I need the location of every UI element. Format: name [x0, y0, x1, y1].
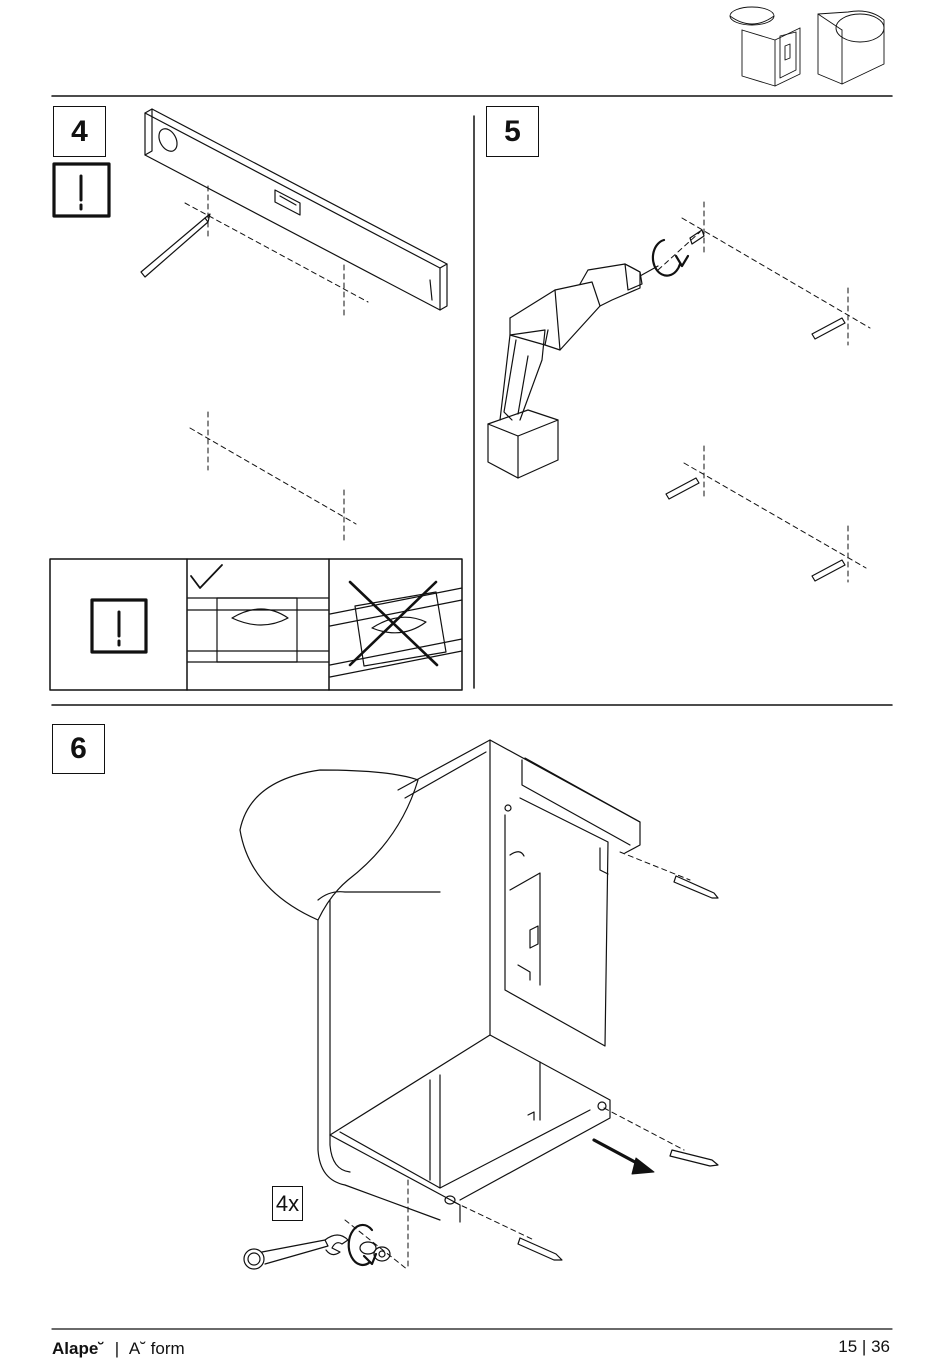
product-thumbnail-right [818, 11, 884, 84]
step-number-4: 4 [53, 106, 106, 157]
footer-brand: Alape˘ | A˘ form [52, 1339, 185, 1359]
page-current: 15 [838, 1337, 857, 1356]
level-correct-detail [188, 598, 328, 662]
step-number-6: 6 [52, 724, 105, 774]
spirit-level [145, 109, 447, 310]
brand-name: Alape˘ [52, 1339, 104, 1358]
page-number: 15 | 36 [838, 1337, 890, 1357]
quantity-label: 4x [272, 1186, 303, 1221]
wall-plug [666, 230, 845, 581]
footer-separator: | [115, 1339, 119, 1358]
page-total: 36 [871, 1337, 890, 1356]
nut [360, 1242, 376, 1254]
step-number-5: 5 [486, 106, 539, 157]
screw [518, 876, 718, 1260]
wrench [244, 1235, 348, 1269]
cabinet [318, 740, 640, 1222]
direction-arrow-icon [594, 1140, 654, 1174]
warning-icon [54, 164, 109, 216]
pencil [141, 214, 210, 277]
basin [240, 770, 418, 920]
page-separator: | [862, 1337, 866, 1356]
checkmark-icon [191, 565, 222, 588]
warning-icon [92, 600, 146, 652]
product-name: A˘ form [129, 1339, 185, 1358]
rotation-arrow-icon [349, 1225, 376, 1265]
product-thumbnail-left [730, 7, 800, 86]
drill [488, 264, 658, 478]
